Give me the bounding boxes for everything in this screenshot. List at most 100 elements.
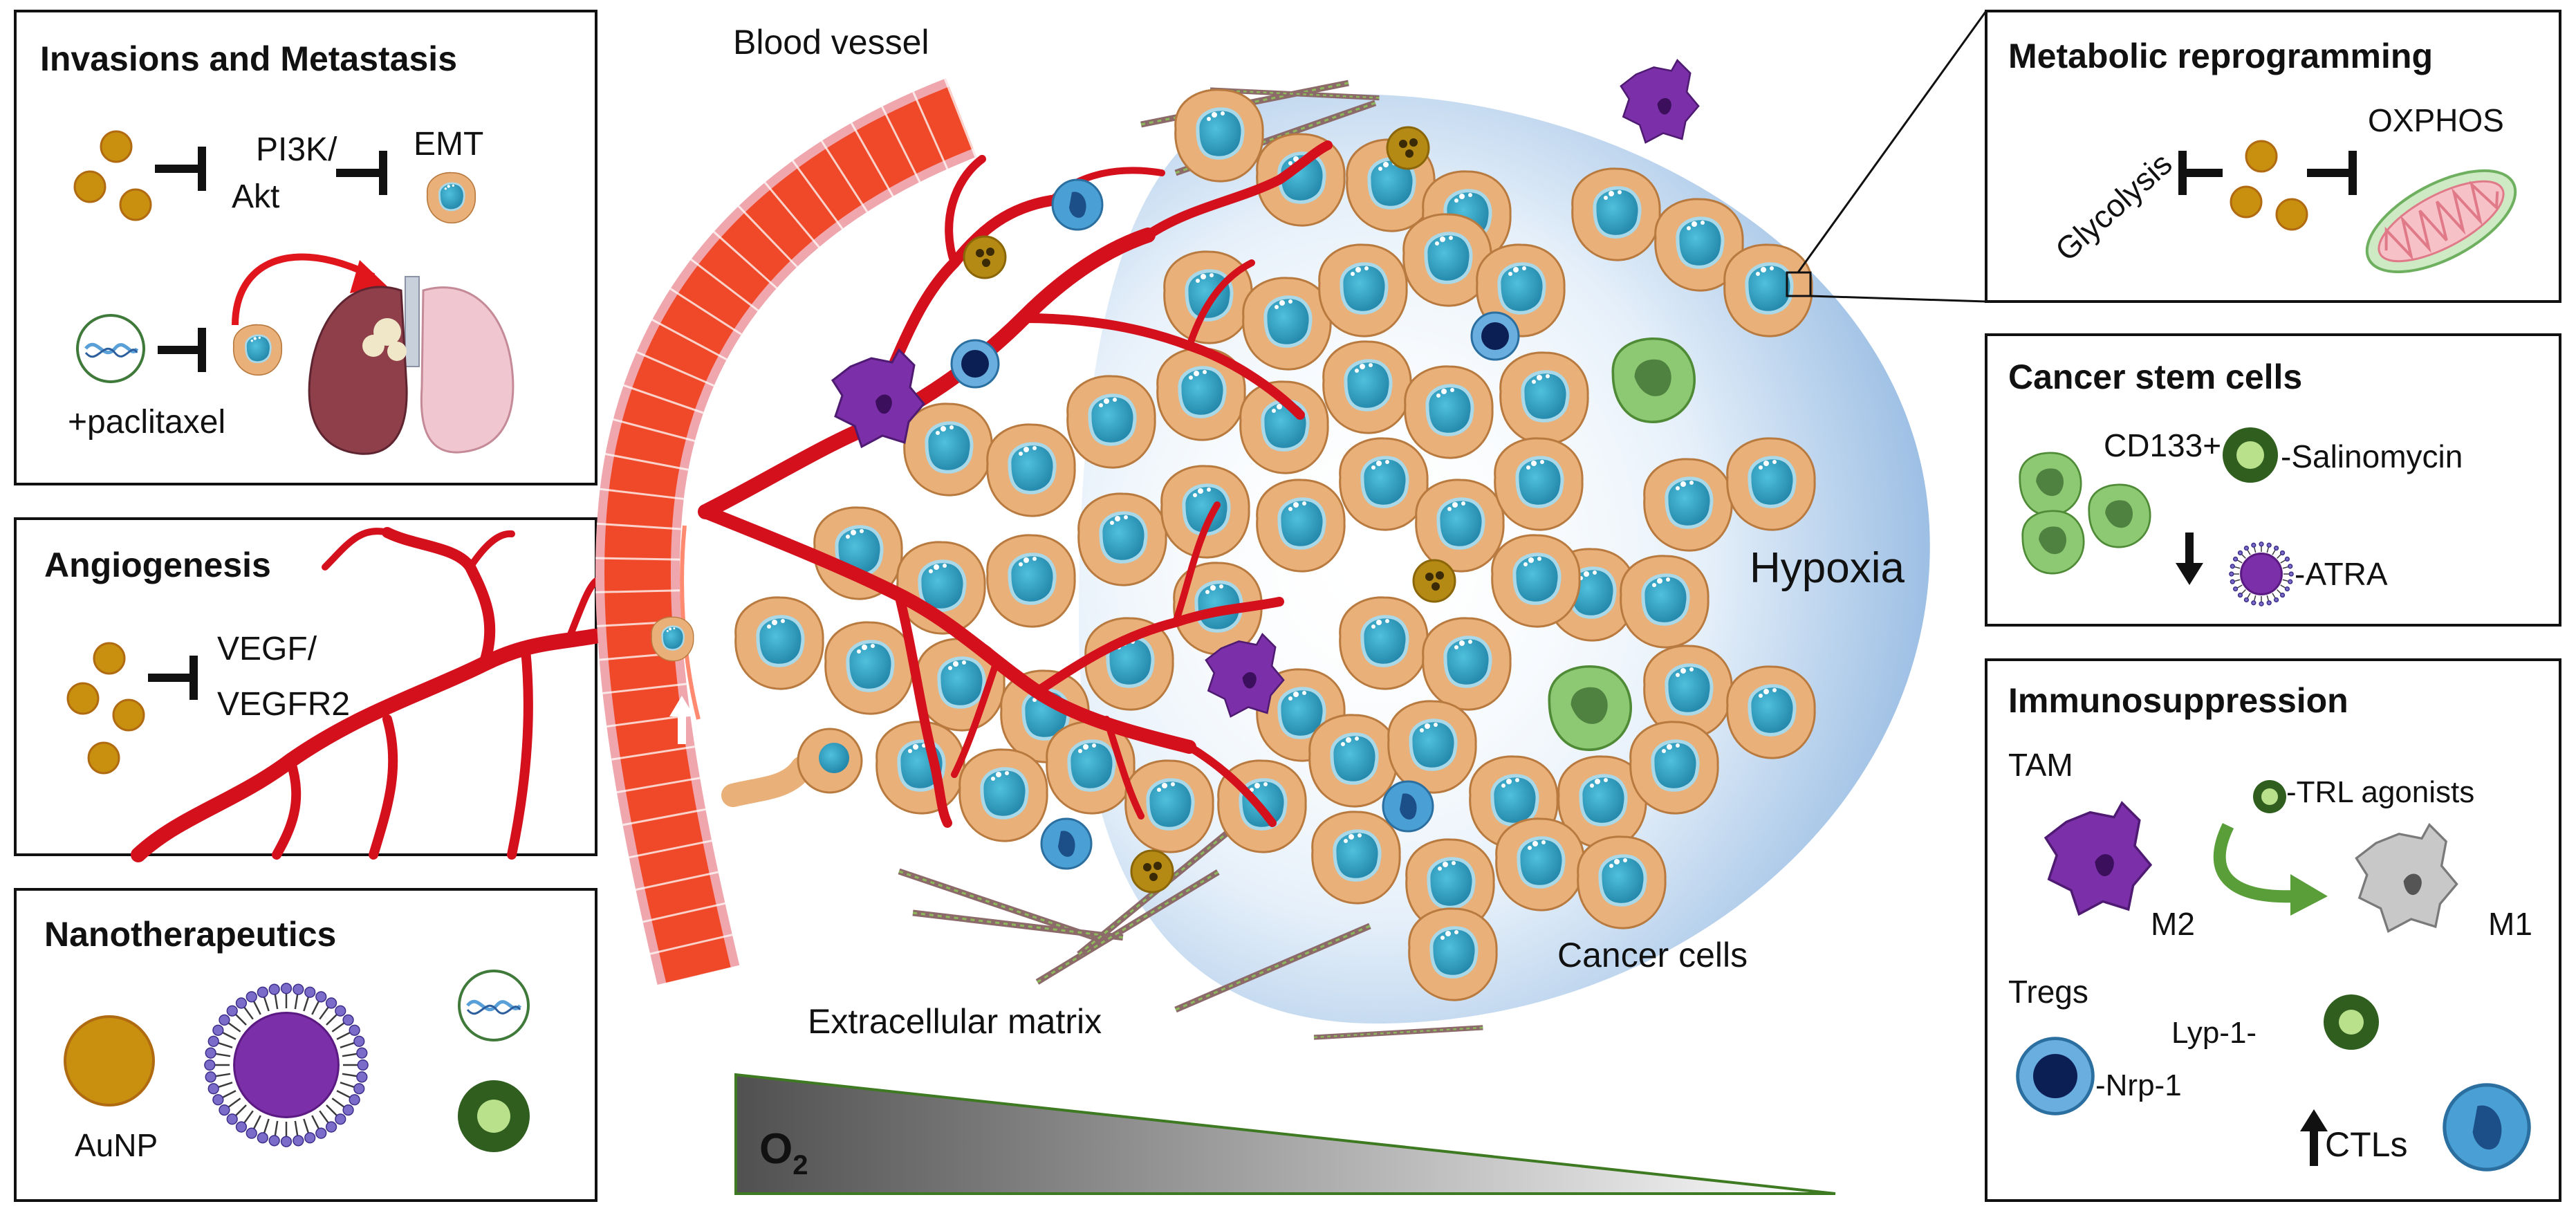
stem-title: Cancer stem cells (2008, 358, 2302, 396)
lungs-icon (308, 276, 515, 455)
tam-label: TAM (2008, 747, 2073, 783)
ctl-icon (2445, 1085, 2529, 1169)
stem-cell-icon (1548, 665, 1633, 751)
invasion-panel: Invasions and Metastasis PI3K/ Akt EMT +… (14, 10, 597, 485)
cancer-cell-icon (1416, 480, 1503, 571)
zoom-callout (1786, 10, 1987, 303)
salinomycin-label: -Salinomycin (2281, 438, 2463, 474)
inhibit-icon (2307, 151, 2357, 195)
stem-cell-icon (2088, 483, 2151, 548)
cancer-cell-icon (1492, 535, 1579, 627)
cancer-cell-icon (1727, 438, 1815, 530)
cancer-cell-icon (1176, 90, 1263, 181)
cancer-cell-icon (1319, 245, 1407, 336)
arrowhead-icon (669, 696, 694, 716)
nanoparticle-icon (100, 130, 133, 163)
cancer-cell-icon (1079, 494, 1166, 585)
cancer-cell-icon (1405, 367, 1492, 458)
cancer-cells-label: Cancer cells (1557, 936, 1748, 974)
main-blood-vessel (595, 78, 977, 985)
cancer-cell-icon (1725, 245, 1812, 336)
cancer-cell-icon (1389, 701, 1476, 793)
cancer-cell-icon (877, 722, 964, 813)
polarization-arrow-icon (2213, 823, 2328, 916)
cancer-cell-icon (1243, 278, 1331, 369)
nucleic-acid-icon (76, 314, 145, 383)
cancer-cell-icon (1340, 598, 1427, 689)
metastasis-arrow (232, 253, 376, 326)
polymeric-np-icon (2253, 780, 2286, 813)
cancer-cell-icon (905, 404, 992, 495)
granulocyte-icon (1412, 559, 1456, 603)
metabolic-panel: Metabolic reprogramming Glycolysis OXPHO… (1985, 10, 2561, 303)
nanoparticle-icon (2230, 185, 2263, 219)
cancer-cell-icon (1621, 556, 1708, 647)
pi3k-label: PI3K/ (256, 131, 337, 168)
cancer-cell-icon (960, 750, 1047, 841)
m1-macrophage-icon (2355, 822, 2458, 933)
treg-icon (950, 339, 1000, 389)
capillary-network (698, 140, 1333, 828)
nanoparticle-icon (2245, 140, 2278, 173)
nanotherapeutics-panel: Nanotherapeutics AuNP (14, 888, 597, 1202)
vegfr2-label: VEGFR2 (217, 686, 350, 723)
o2-label: O2 (759, 1125, 808, 1180)
nucleic-acid-icon (458, 970, 530, 1041)
cancer-cell-icon (426, 172, 476, 224)
lymphocyte-icon (1382, 780, 1434, 833)
treg-icon (2018, 1039, 2093, 1114)
nanotherapeutics-title: Nanotherapeutics (44, 915, 336, 954)
cd133-label: CD133+ (2104, 427, 2221, 463)
cancer-cell-icon (826, 622, 913, 714)
cancer-cell-icon (988, 535, 1075, 627)
cancer-cell-icon (1068, 376, 1155, 467)
cancer-cell-icon (1324, 342, 1411, 433)
ctls-label: CTLs (2325, 1125, 2407, 1164)
cancer-cell-icon (1310, 715, 1397, 806)
cancer-cell-icon (1409, 909, 1497, 1000)
m1-label: M1 (2488, 906, 2532, 942)
emt-label: EMT (414, 126, 483, 163)
ecm-label: Extracellular matrix (808, 1002, 1102, 1041)
treg-icon (1470, 311, 1520, 361)
up-arrow-icon (2300, 1109, 2328, 1166)
cancer-cell-icon (1573, 169, 1660, 260)
inhibit-icon (148, 656, 198, 700)
circulating-tumor-cell-icon (650, 616, 694, 662)
cancer-cell-icon (988, 425, 1075, 516)
oxphos-label: OXPHOS (2368, 102, 2504, 138)
cancer-cell-icon (1257, 480, 1344, 571)
blood-vessel-label: Blood vessel (733, 23, 929, 62)
stem-cell-icon (1611, 337, 1696, 423)
immuno-title: Immunosuppression (2008, 681, 2348, 720)
immunosuppression-panel: Immunosuppression TAM M2 -TRL agonists M… (1985, 658, 2561, 1202)
lyp1-label: Lyp-1- (2171, 1016, 2257, 1050)
cancer-cell-icon (1497, 819, 1584, 910)
lymphocyte-icon (1051, 178, 1104, 231)
aunp-icon (64, 1015, 155, 1106)
cancer-cell-icon (1631, 722, 1718, 813)
cancer-cell-icon (1501, 353, 1588, 444)
inhibit-icon (158, 328, 206, 372)
nanoparticle-icon (2275, 198, 2308, 231)
cancer-cell-icon (1162, 466, 1249, 557)
invasion-title: Invasions and Metastasis (40, 39, 457, 78)
stem-cells-panel: Cancer stem cells CD133+ -Salinomycin -A… (1985, 333, 2561, 627)
cancer-cell-icon (1727, 667, 1815, 758)
tregs-label: Tregs (2008, 974, 2088, 1010)
cancer-cell-icon (1423, 618, 1510, 710)
extravasating-cell-icon (721, 728, 863, 807)
cancer-cell-icon (1578, 837, 1665, 928)
nanoparticle-icon (66, 682, 100, 715)
lymphocyte-icon (1040, 817, 1093, 870)
m2-label: M2 (2151, 906, 2195, 942)
cancer-cell-icon (1644, 459, 1732, 550)
macrophage-icon (1620, 59, 1700, 144)
polymeric-np-icon (2324, 994, 2379, 1050)
nanoparticle-icon (119, 188, 152, 221)
stem-cell-icon (2019, 452, 2082, 517)
granulocyte-icon (1386, 126, 1430, 170)
cancer-cell-icon (1313, 812, 1400, 903)
inhibit-icon (2178, 151, 2223, 195)
polymeric-np-icon (2223, 427, 2278, 483)
